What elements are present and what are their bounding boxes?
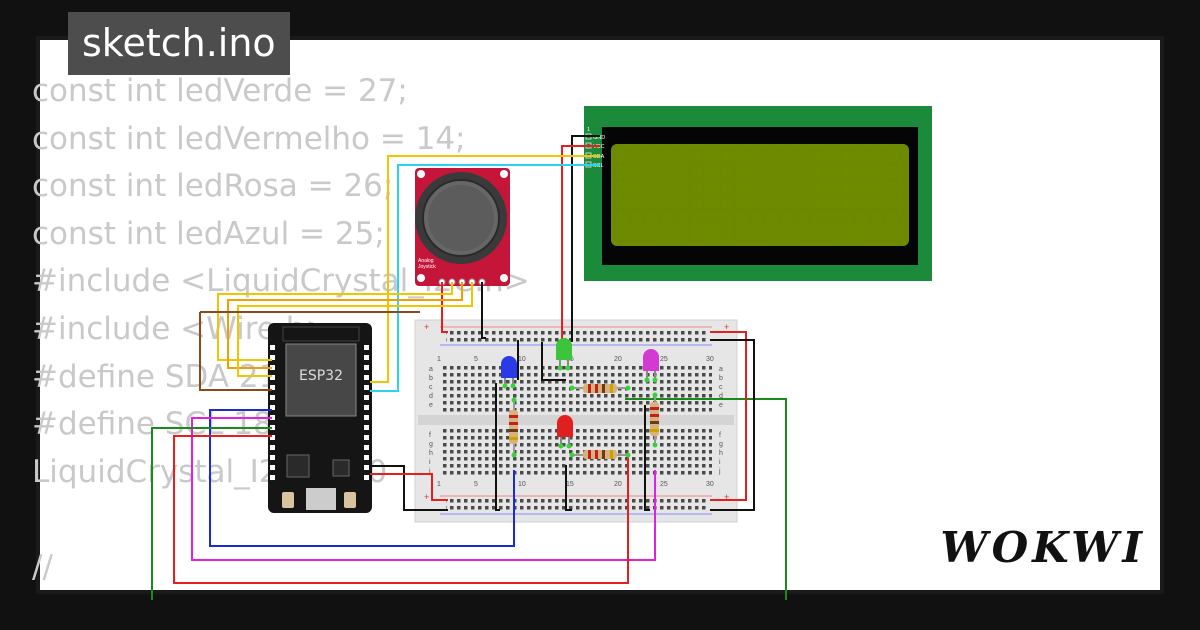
svg-text:1: 1 [587,127,590,133]
row-label: g [429,441,433,448]
wire-black [370,465,448,511]
col-label: 5 [474,481,478,488]
wire-red [173,435,629,584]
row-label: f [719,432,721,439]
resistor [572,450,628,459]
svg-text:+: + [724,492,729,502]
led-magenta [643,349,659,378]
code-line: #include <Wire.h> [32,310,332,347]
wire-yellow [217,282,453,361]
resistor [572,384,628,393]
resistors [509,384,659,459]
row-label: g [719,441,723,448]
col-label: 1 [437,356,441,363]
code-line: #define SCL 18 [32,406,273,443]
row-label: f [429,432,431,439]
row-label: c [429,384,433,391]
wire-green [151,427,272,600]
svg-text:+: + [724,322,729,332]
code-line: const int ledVermelho = 14; [32,120,466,157]
wire-black [644,405,650,511]
wokwi-logo: WOKWI [940,523,1146,572]
wire-orange [227,282,463,369]
col-label: 10 [518,356,526,363]
svg-text:+: + [424,322,429,332]
wire-green [625,398,787,600]
code-line: const int ledVerde = 27; [32,73,408,109]
wires [151,135,787,600]
col-label: 25 [660,481,668,488]
code-line: const int ledAzul = 25; [32,215,385,252]
connection-dots [502,365,658,458]
row-label: d [719,393,723,400]
code-line: // [32,548,53,585]
resistor [509,400,518,455]
col-label: 15 [566,481,574,488]
svg-text:+: + [424,492,429,502]
wire-black [571,135,600,342]
col-label: 30 [706,481,714,488]
wire-black [565,465,572,511]
col-label: 25 [660,356,668,363]
row-label: b [719,375,723,382]
wire-red [370,473,448,501]
row-label: b [429,375,433,382]
wire-black [481,282,486,339]
wire-red [441,282,448,333]
led-blue [501,356,517,384]
esp32-board: ESP32 [268,323,372,513]
row-label: j [428,468,431,475]
col-label: 1 [437,481,441,488]
joystick-module: Analog Joystick [415,168,510,286]
col-label: 10 [518,481,526,488]
row-label: h [719,450,723,457]
wire-black [495,383,500,511]
lcd-display: 1 GND VCC SDA SCL [584,106,932,281]
row-label: j [718,468,721,475]
row-label: a [429,366,433,373]
row-label: e [429,402,433,409]
row-label: i [429,459,431,466]
breadboard: 1 5 10 15 20 25 30 1 5 10 15 20 25 30 a … [414,319,738,523]
led-green [556,338,572,366]
joystick-label: Analog [418,258,434,264]
lcd-pin-label: GND [593,135,605,141]
col-label: 5 [474,356,478,363]
wire-black [541,342,566,381]
leds [501,338,659,444]
wire-black [710,339,755,511]
col-label: 20 [614,356,622,363]
wire-red [710,331,747,501]
esp32-label: ESP32 [299,368,343,384]
wire-brown [199,312,272,391]
code-line: #define SDA 21 [32,358,279,395]
code-line: const int ledRosa = 26; [32,168,394,205]
row-label: h [429,450,433,457]
wire-red [561,145,600,342]
joystick-label: Joystick [418,264,436,270]
row-label: e [719,402,723,409]
row-label: i [719,459,721,466]
wire-magenta [191,417,656,561]
led-red [557,415,573,444]
col-label: 30 [706,356,714,363]
resistor [650,395,659,445]
wire-blue [209,409,515,547]
wire-yellow [237,282,473,377]
wire-cyan [370,164,600,392]
wire-yellow [370,155,600,383]
col-label: 20 [614,481,622,488]
row-label: a [719,366,723,373]
row-label: d [429,393,433,400]
row-label: c [719,384,723,391]
title-badge: sketch.ino [68,12,290,75]
